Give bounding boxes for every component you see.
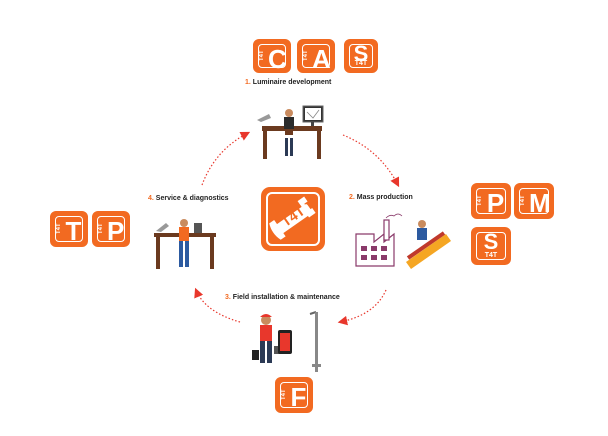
stage-label-service: 4. Service & diagnostics bbox=[148, 195, 229, 202]
stage-label-production: 2. Mass production bbox=[349, 194, 413, 201]
service-workbench-illustration bbox=[154, 219, 216, 269]
stage-label-development: 1. Luminaire development bbox=[245, 79, 332, 86]
stage-label-field: 3. Field installation & maintenance bbox=[225, 294, 340, 301]
wrench-icon bbox=[269, 196, 316, 240]
field-technician-illustration bbox=[252, 311, 321, 372]
arrow-service-to-dev bbox=[201, 131, 251, 186]
factory-illustration bbox=[355, 213, 451, 269]
t4t-logo: T4T bbox=[261, 187, 325, 251]
arrow-dev-to-production bbox=[342, 134, 400, 188]
developer-desk-illustration bbox=[257, 105, 324, 159]
arrow-production-to-field bbox=[337, 289, 387, 326]
